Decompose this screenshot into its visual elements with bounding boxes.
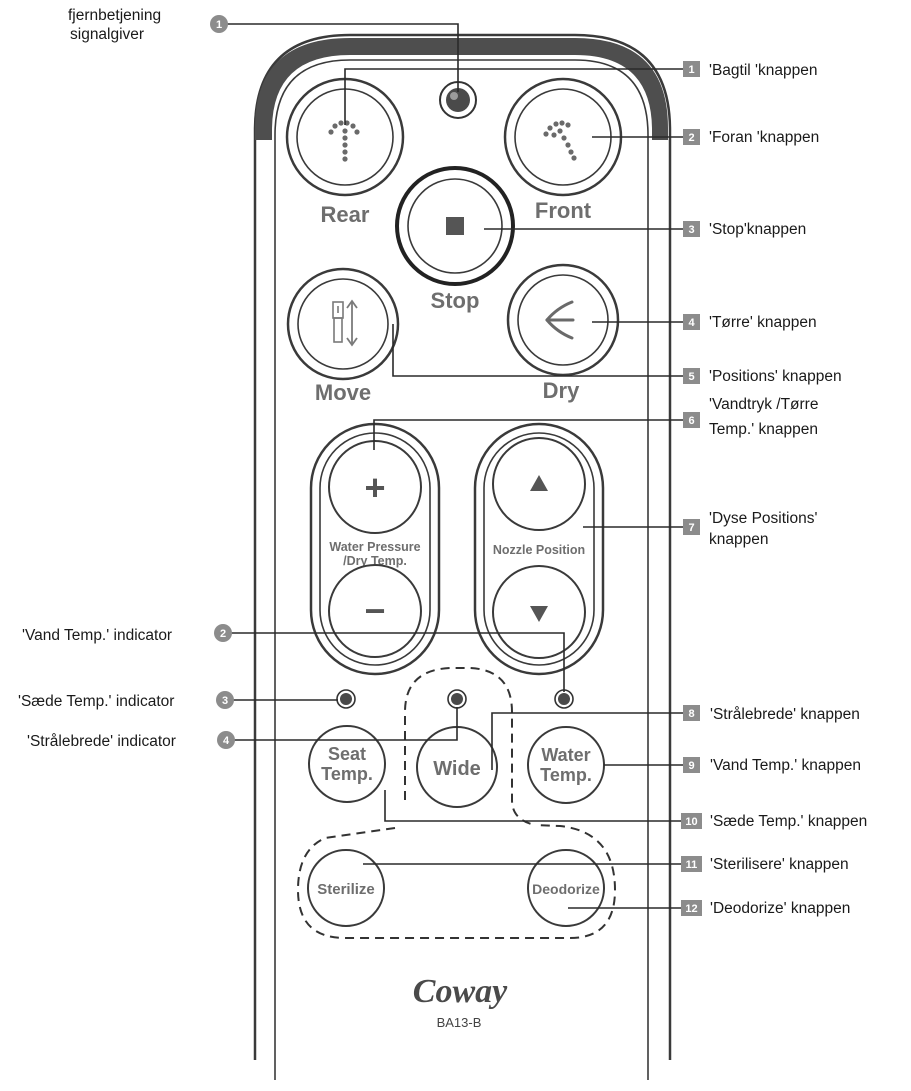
water-temp-label-2: Temp. xyxy=(540,765,592,785)
water-pressure-label: Water Pressure xyxy=(329,540,420,554)
callout-button-6: 6 'Vandtryk /Tørre Temp.' knappen xyxy=(683,396,818,438)
nozzle-up-button[interactable] xyxy=(492,437,586,531)
move-label: Move xyxy=(315,380,371,405)
callout-indicator-1-line-2: signalgiver xyxy=(70,26,144,43)
leader-lines xyxy=(225,23,683,909)
wide-indicator xyxy=(447,689,467,709)
svg-text:4: 4 xyxy=(223,735,230,747)
seat-temp-button[interactable] xyxy=(308,725,386,803)
svg-text:'Dyse Positions': 'Dyse Positions' xyxy=(709,510,817,527)
svg-text:'Tørre' knappen: 'Tørre' knappen xyxy=(709,314,817,331)
sterilize-label: Sterilize xyxy=(317,881,375,898)
plus-icon: + xyxy=(364,467,385,508)
svg-text:8: 8 xyxy=(688,708,694,720)
callout-indicator-2-text: 'Vand Temp.' indicator xyxy=(22,627,172,644)
sterilize-button[interactable] xyxy=(307,849,385,927)
remote-top-band xyxy=(255,38,668,140)
stop-button[interactable] xyxy=(395,166,515,286)
dry-temp-label: /Dry Temp. xyxy=(343,554,407,568)
hygiene-dashed-group xyxy=(296,824,617,939)
svg-text:3: 3 xyxy=(222,695,228,707)
move-nozzle-icon xyxy=(332,299,358,347)
svg-text:'Sterilisere' knappen: 'Sterilisere' knappen xyxy=(710,856,849,873)
nozzle-down-button[interactable] xyxy=(492,565,586,659)
stop-label: Stop xyxy=(431,288,480,313)
svg-text:6: 6 xyxy=(688,415,694,427)
front-label: Front xyxy=(535,198,592,223)
callout-button-12: 12 'Deodorize' knappen xyxy=(681,900,850,917)
signal-emitter xyxy=(439,81,477,119)
wide-dashed-group xyxy=(404,667,536,826)
stop-square-icon xyxy=(446,217,464,235)
dry-label: Dry xyxy=(543,378,580,403)
svg-text:11: 11 xyxy=(686,859,698,871)
svg-text:'Foran 'knappen: 'Foran 'knappen xyxy=(709,129,819,146)
water-temp-indicator xyxy=(554,689,574,709)
svg-text:3: 3 xyxy=(688,224,694,236)
callout-button-10: 10 'Sæde Temp.' knappen xyxy=(681,813,867,830)
move-button[interactable] xyxy=(286,267,400,381)
svg-text:12: 12 xyxy=(685,903,697,915)
svg-text:'Positions' knappen: 'Positions' knappen xyxy=(709,368,842,385)
svg-text:9: 9 xyxy=(688,760,694,772)
callout-button-9: 9 'Vand Temp.' knappen xyxy=(683,757,861,774)
svg-text:knappen: knappen xyxy=(709,531,768,548)
down-triangle-icon xyxy=(530,606,548,622)
rear-button[interactable] xyxy=(285,77,405,197)
up-triangle-icon xyxy=(530,475,548,491)
svg-text:'Sæde Temp.' knappen: 'Sæde Temp.' knappen xyxy=(710,813,867,830)
callout-indicator-4: 4 'Strålebrede' indicator xyxy=(27,731,235,750)
callout-button-11: 11 'Sterilisere' knappen xyxy=(681,856,849,873)
svg-text:'Strålebrede' knappen: 'Strålebrede' knappen xyxy=(710,706,860,723)
callout-button-3: 3 'Stop'knappen xyxy=(683,221,806,238)
water-pressure-plus-button[interactable]: + xyxy=(328,440,422,534)
svg-text:2: 2 xyxy=(688,132,694,144)
svg-text:'Vandtryk /Tørre: 'Vandtryk /Tørre xyxy=(709,396,818,413)
svg-text:Temp.' knappen: Temp.' knappen xyxy=(709,421,818,438)
callout-button-4: 4 'Tørre' knappen xyxy=(683,314,817,331)
model-number: BA13-B xyxy=(437,1015,482,1030)
callout-button-2: 2 'Foran 'knappen xyxy=(683,129,819,146)
seat-temp-label-1: Seat xyxy=(328,744,366,764)
callout-indicator-3: 3 'Sæde Temp.' indicator xyxy=(18,691,234,710)
svg-text:'Vand Temp.' knappen: 'Vand Temp.' knappen xyxy=(710,757,861,774)
svg-text:4: 4 xyxy=(688,317,695,329)
front-spray-icon xyxy=(543,120,577,161)
seat-temp-indicator xyxy=(336,689,356,709)
callout-button-5: 5 'Positions' knappen xyxy=(683,368,842,385)
svg-text:7: 7 xyxy=(688,522,694,534)
deodorize-label: Deodorize xyxy=(532,881,600,897)
svg-text:1: 1 xyxy=(216,19,222,31)
water-temp-label-1: Water xyxy=(541,745,590,765)
callout-indicator-1: 1 fjernbetjening signalgiver xyxy=(68,7,228,43)
callout-indicator-3-text: 'Sæde Temp.' indicator xyxy=(18,693,174,710)
nozzle-position-label: Nozzle Position xyxy=(493,543,585,557)
brand-logo: Coway xyxy=(413,973,508,1010)
minus-icon: − xyxy=(364,590,385,631)
wide-label: Wide xyxy=(433,758,481,780)
front-button[interactable] xyxy=(503,77,623,197)
callout-button-8: 8 'Strålebrede' knappen xyxy=(683,705,860,723)
seat-temp-label-2: Temp. xyxy=(321,764,373,784)
callout-indicator-4-text: 'Strålebrede' indicator xyxy=(27,733,176,750)
svg-text:5: 5 xyxy=(688,371,694,383)
dry-air-icon xyxy=(545,300,575,340)
callout-button-1: 1 'Bagtil 'knappen xyxy=(683,61,817,79)
callout-indicator-2: 2 'Vand Temp.' indicator xyxy=(22,624,232,644)
dry-button[interactable] xyxy=(506,263,620,377)
svg-text:'Bagtil 'knappen: 'Bagtil 'knappen xyxy=(709,62,817,79)
deodorize-button[interactable] xyxy=(527,849,605,927)
svg-text:'Stop'knappen: 'Stop'knappen xyxy=(709,221,806,238)
svg-text:10: 10 xyxy=(685,816,697,828)
svg-text:1: 1 xyxy=(688,64,694,76)
callout-button-7: 7 'Dyse Positions' knappen xyxy=(683,510,817,548)
svg-text:'Deodorize' knappen: 'Deodorize' knappen xyxy=(710,900,850,917)
rear-spray-icon xyxy=(328,120,360,162)
callout-indicator-1-line-1: fjernbetjening xyxy=(68,7,161,24)
rear-label: Rear xyxy=(321,202,370,227)
svg-text:2: 2 xyxy=(220,628,226,640)
water-pressure-minus-button[interactable]: − xyxy=(328,564,422,658)
